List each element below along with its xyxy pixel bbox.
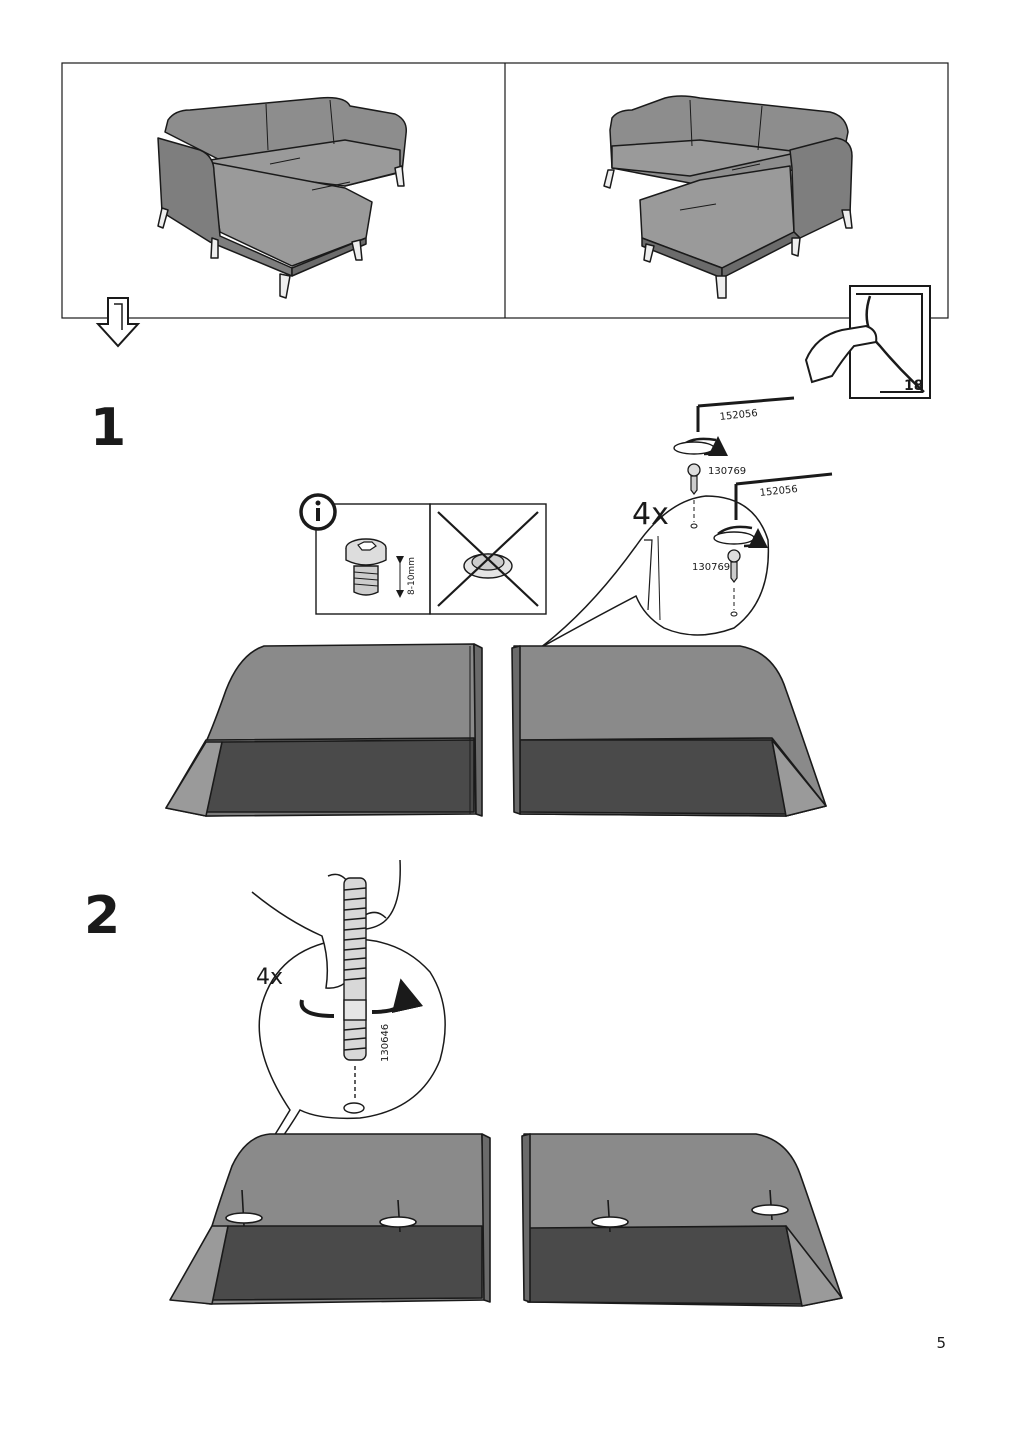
sofa-frame-right: [511, 645, 827, 817]
sofa-frame-right-legs: [521, 1133, 843, 1307]
wrench-part-label: 152056: [719, 408, 758, 423]
quantity-label-step2: 4x: [256, 965, 283, 990]
sofa-chaise-right: [603, 95, 853, 299]
leg-bolt-part-label: 130646: [380, 1024, 391, 1062]
cross-icon: [437, 511, 539, 607]
screw-length-label: 8-10mm: [407, 557, 417, 595]
page-ref-label: 18: [904, 378, 923, 394]
down-arrow-icon: [95, 297, 141, 348]
info-box: [315, 503, 547, 615]
screw-part-label-2: 130769: [692, 562, 730, 573]
sofa-frame-left: [165, 643, 483, 817]
quantity-label-step1: 4x: [632, 497, 669, 532]
sofa-chaise-left: [157, 96, 408, 299]
leg-bolt-icon: [299, 877, 424, 1114]
page-turn-icon: [804, 285, 931, 399]
allen-key-icon: [673, 396, 795, 529]
step-number-2: 2: [84, 886, 121, 946]
step-number-1: 1: [90, 398, 127, 458]
allen-key-icon: [713, 472, 833, 617]
sofa-options-frame: [61, 62, 949, 319]
wrench-part-label-2: 152056: [759, 484, 798, 499]
page-number: 5: [936, 1334, 946, 1352]
sofa-frame-left-legs: [169, 1133, 491, 1305]
screw-part-label: 130769: [708, 466, 746, 477]
info-icon: [299, 493, 337, 531]
